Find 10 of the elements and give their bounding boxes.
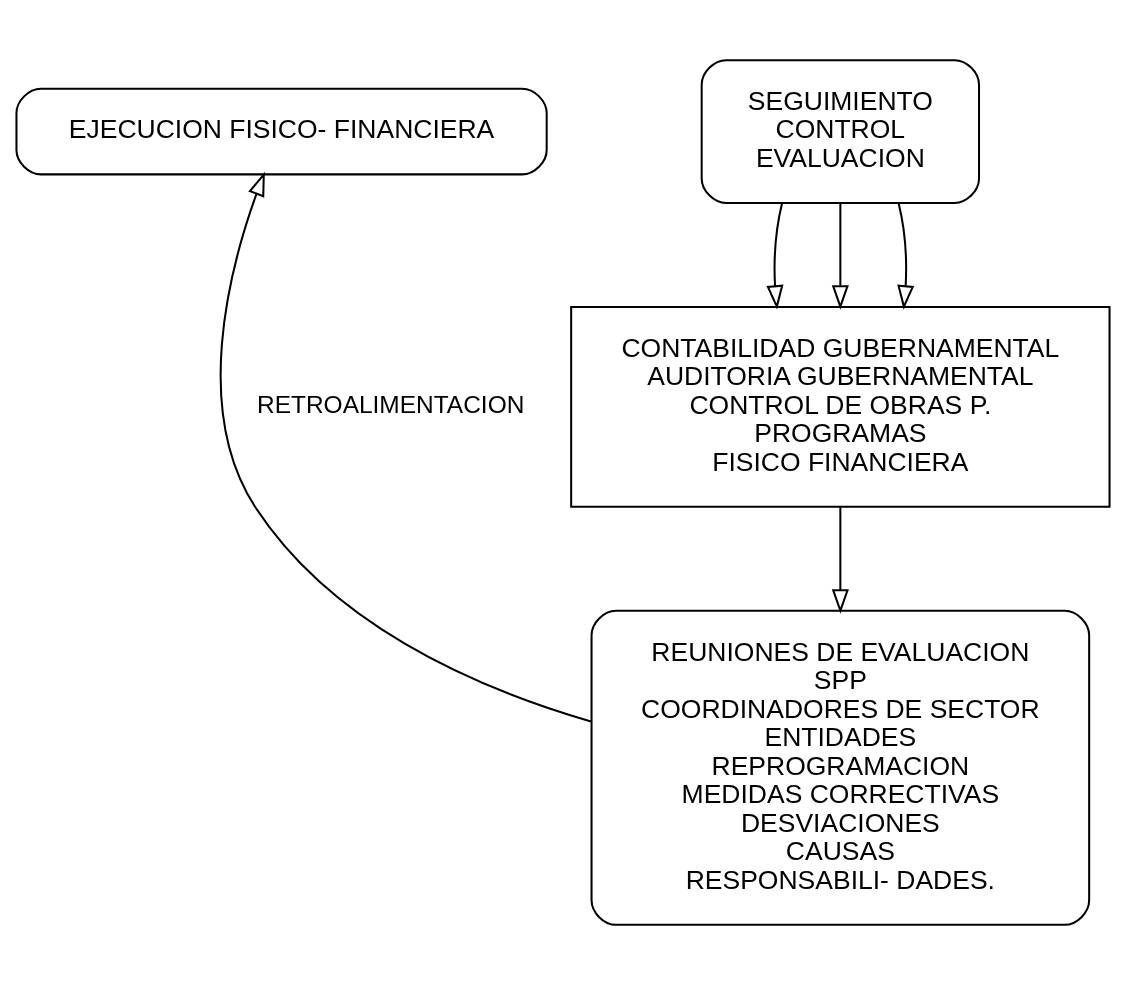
edge-label: RETROALIMENTACION: [256, 390, 525, 418]
node-box: EJECUCION FISICO- FINANCIERA: [15, 87, 548, 175]
node-box: REUNIONES DE EVALUACION SPP COORDINADORES DE SECTOR ENTIDADES REPROGRAMACION MEDIDAS CORRECTIVAS DESVIACIONES CAUSAS RESPONSABILI- DADES.: [590, 609, 1091, 926]
node-box: CONTABILIDAD GUBERNAMENTAL AUDITORIA GUBERNAMENTAL CONTROL DE OBRAS P. PROGRAMAS FISICO FINANCIERA: [570, 305, 1111, 508]
arrow: [766, 202, 784, 310]
arrow: [219, 171, 592, 722]
arrow: [831, 506, 849, 614]
arrow: [831, 202, 849, 310]
arrow: [897, 202, 915, 310]
node-box: SEGUIMIENTO CONTROL EVALUACION: [700, 58, 981, 204]
